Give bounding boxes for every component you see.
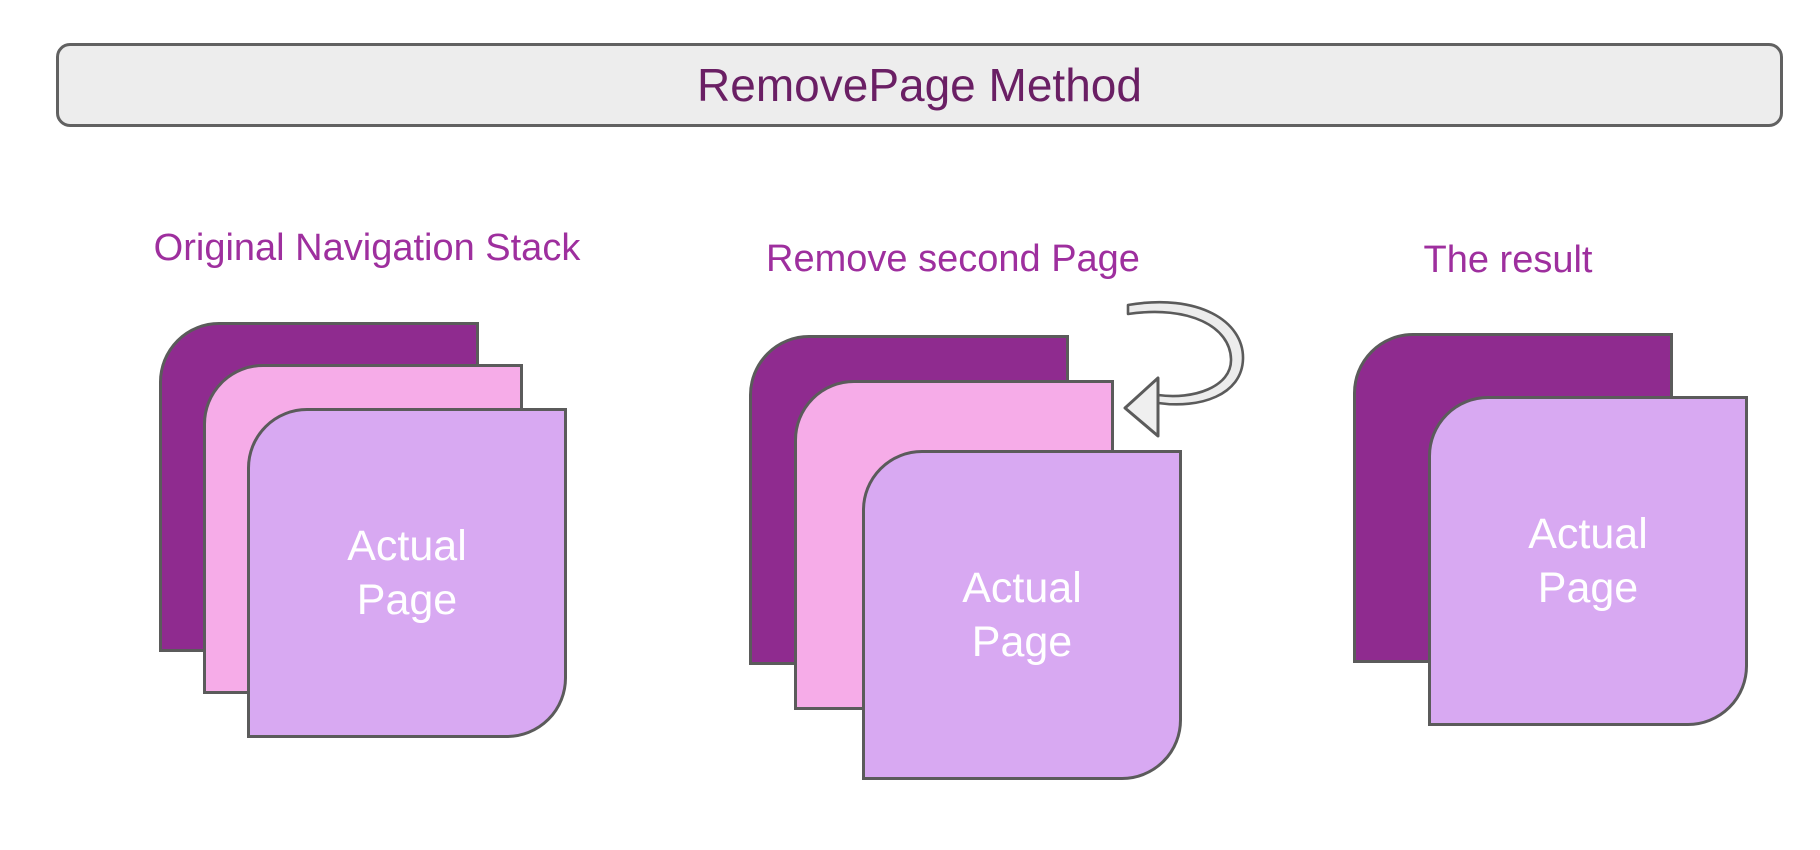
page-card-actual: Actual Page [247, 408, 567, 738]
remove-page-arrow-icon [1123, 300, 1245, 438]
diagram-title: RemovePage Method [697, 59, 1142, 111]
actual-page-line1: Actual [962, 564, 1082, 612]
actual-page-line2: Page [356, 576, 458, 624]
group-label-original-stack: Original Navigation Stack [153, 227, 581, 269]
title-banner: RemovePage Method [56, 43, 1783, 127]
actual-page-line2: Page [971, 618, 1073, 666]
group-label-remove-second: Remove second Page [766, 238, 1140, 280]
actual-page-label: Actual Page [347, 519, 467, 627]
actual-page-line1: Actual [1528, 510, 1648, 558]
actual-page-line1: Actual [347, 522, 467, 570]
actual-page-line2: Page [1537, 564, 1639, 612]
actual-page-label: Actual Page [962, 561, 1082, 669]
page-card-actual: Actual Page [1428, 396, 1748, 726]
arrow-head [1123, 376, 1160, 438]
actual-page-label: Actual Page [1528, 507, 1648, 615]
page-card-actual: Actual Page [862, 450, 1182, 780]
group-label-result: The result [1423, 239, 1593, 281]
